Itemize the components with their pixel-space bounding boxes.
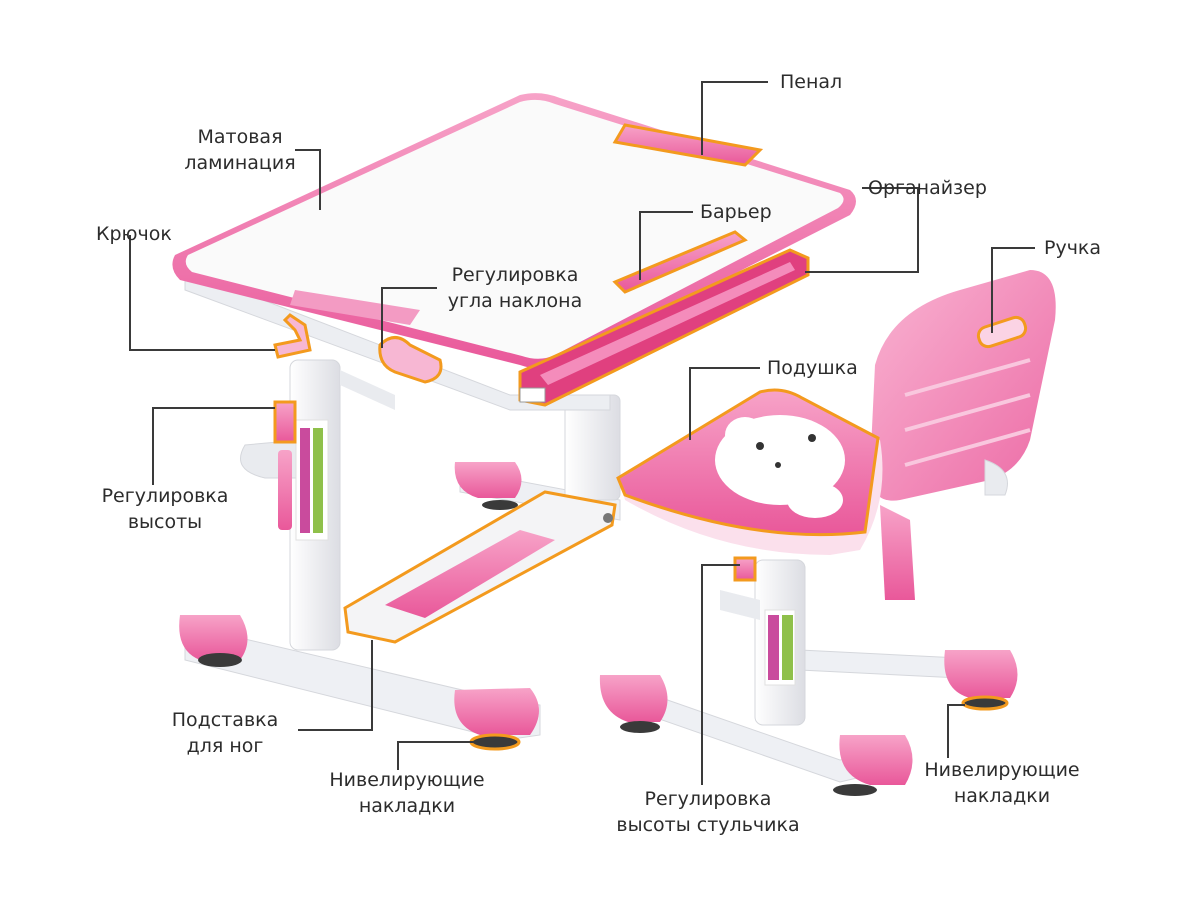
- label-handle: Ручка: [1044, 235, 1101, 261]
- leader-tilt: [381, 287, 437, 348]
- desk-legs: [240, 359, 621, 651]
- chair-column: [720, 556, 806, 726]
- leader-barrier: [639, 211, 693, 280]
- desk-footrest: [343, 490, 617, 644]
- leader-height: [152, 407, 275, 485]
- label-level-left-line2: накладки: [358, 795, 456, 817]
- chair-back: [870, 270, 1056, 600]
- label-handle-text: Ручка: [1044, 237, 1102, 259]
- label-cushion: Подушка: [767, 355, 858, 381]
- label-footrest-line1: Подставка: [171, 709, 279, 731]
- label-penal-text: Пенал: [780, 71, 843, 93]
- label-organizer: Органайзер: [868, 175, 987, 201]
- label-height-line2: высоты: [127, 511, 203, 533]
- label-leveling-pads-left: Нивелирующие накладки: [329, 767, 484, 819]
- desk-tabletop: [172, 93, 857, 407]
- label-chair-height-line1: Регулировка: [644, 788, 772, 810]
- label-tilt-line1: Регулировка: [451, 264, 579, 286]
- label-leveling-pads-right: Нивелирующие накладки: [924, 757, 1079, 809]
- label-barrier-text: Барьер: [700, 201, 772, 223]
- chair-base: [599, 649, 1018, 796]
- label-barrier: Барьер: [700, 199, 772, 225]
- desk-apron: [184, 269, 611, 411]
- label-chair-height-line2: высоты стульчика: [616, 814, 800, 836]
- leader-matte: [295, 149, 321, 210]
- label-organizer-text: Органайзер: [868, 177, 987, 199]
- leader-hook: [129, 235, 275, 351]
- label-chair-height-adjust: Регулировка высоты стульчика: [616, 786, 799, 838]
- leader-lines: [129, 81, 1035, 785]
- leader-level-left: [397, 741, 475, 770]
- label-tilt-line2: угла наклона: [447, 290, 583, 312]
- label-footrest: Подставка для ног: [172, 707, 279, 759]
- leader-footrest: [298, 640, 373, 731]
- leader-chair-height: [701, 564, 740, 785]
- label-hook-text: Крючок: [96, 223, 172, 245]
- label-level-left-line1: Нивелирующие: [329, 769, 485, 791]
- label-level-right-line2: накладки: [953, 785, 1051, 807]
- label-height-adjust: Регулировка высоты: [102, 483, 229, 535]
- label-matte-line2: ламинация: [184, 152, 296, 174]
- label-hook: Крючок: [96, 221, 172, 247]
- chair-seat: [616, 388, 883, 555]
- leader-penal: [701, 81, 768, 155]
- label-footrest-line2: для ног: [186, 735, 264, 757]
- leader-organizer: [805, 187, 919, 273]
- label-matte-lamination: Матовая ламинация: [184, 124, 295, 176]
- label-level-right-line1: Нивелирующие: [924, 759, 1080, 781]
- label-tilt-adjust: Регулировка угла наклона: [448, 262, 582, 314]
- leader-cushion: [689, 367, 760, 440]
- leader-handle: [991, 247, 1035, 333]
- leader-level-right: [947, 704, 965, 758]
- label-height-line1: Регулировка: [101, 485, 229, 507]
- label-cushion-text: Подушка: [767, 357, 858, 379]
- label-matte-line1: Матовая: [197, 126, 283, 148]
- label-penal: Пенал: [780, 69, 842, 95]
